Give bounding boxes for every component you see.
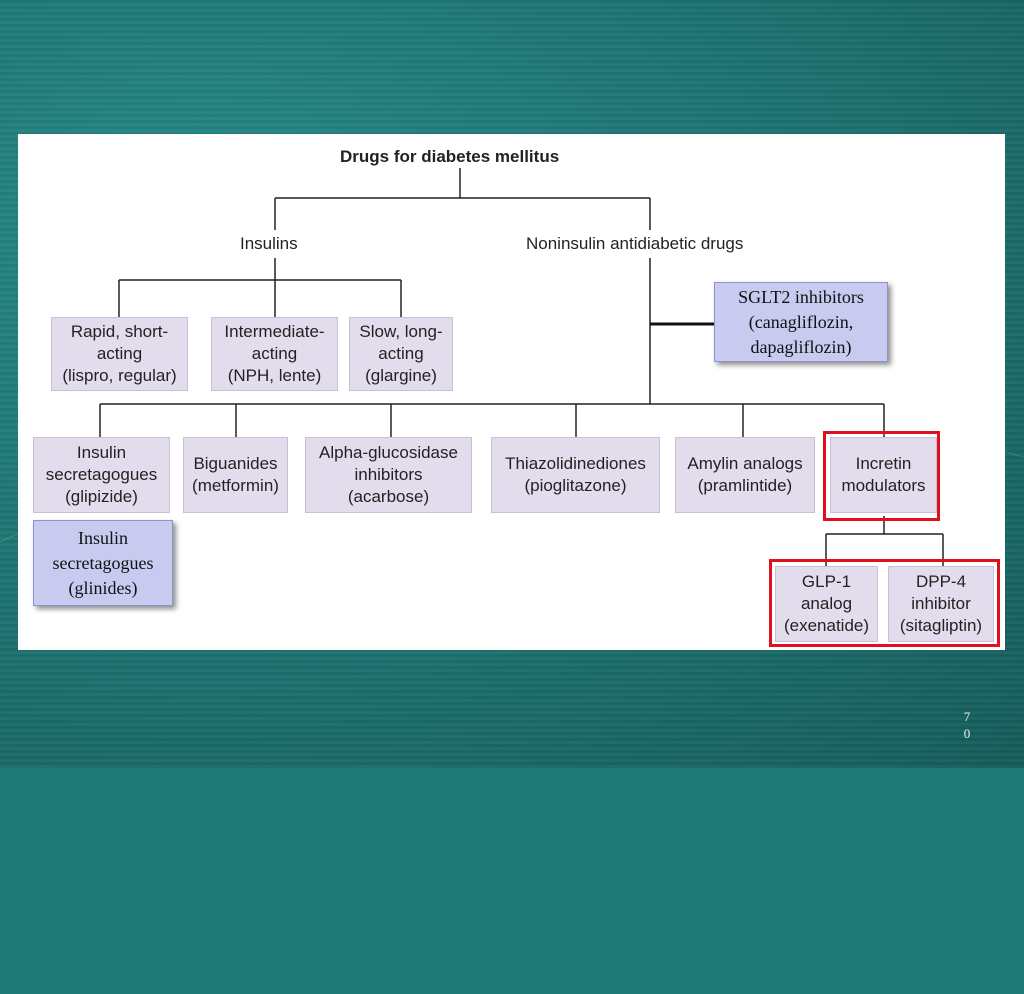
amylin-analogs-box: Amylin analogs (pramlintide) [675,437,815,513]
diagram-title: Drugs for diabetes mellitus [340,147,560,166]
secretagogues-glipizide-box: Insulin secretagogues (glipizide) [33,437,170,513]
dpp4-inhibitor-box: DPP-4 inhibitor (sitagliptin) [888,566,994,642]
page-number: 7 0 [963,709,971,741]
incretin-subtypes-highlight-frame [769,559,1000,647]
diagram-panel: Drugs for diabetes mellitus Insulins Non… [18,134,1005,650]
biguanides-box: Biguanides (metformin) [183,437,288,513]
alpha-glucosidase-box: Alpha-glucosidase inhibitors (acarbose) [305,437,472,513]
incretin-highlight-frame [823,431,940,521]
noninsulin-label: Noninsulin antidiabetic drugs [526,234,744,253]
incretin-modulators-box: Incretin modulators [830,437,937,513]
insulins-label: Insulins [240,234,298,253]
thiazolidinediones-box: Thiazolidinediones (pioglitazone) [491,437,660,513]
insulin-rapid-box: Rapid, short- acting (lispro, regular) [51,317,188,391]
insulin-intermediate-box: Intermediate- acting (NPH, lente) [211,317,338,391]
sglt2-inhibitors-box: SGLT2 inhibitors (canagliflozin, dapagli… [714,282,888,362]
glp1-analog-box: GLP-1 analog (exenatide) [775,566,878,642]
insulin-slow-box: Slow, long- acting (glargine) [349,317,453,391]
secretagogues-glinides-box: Insulin secretagogues (glinides) [33,520,173,606]
